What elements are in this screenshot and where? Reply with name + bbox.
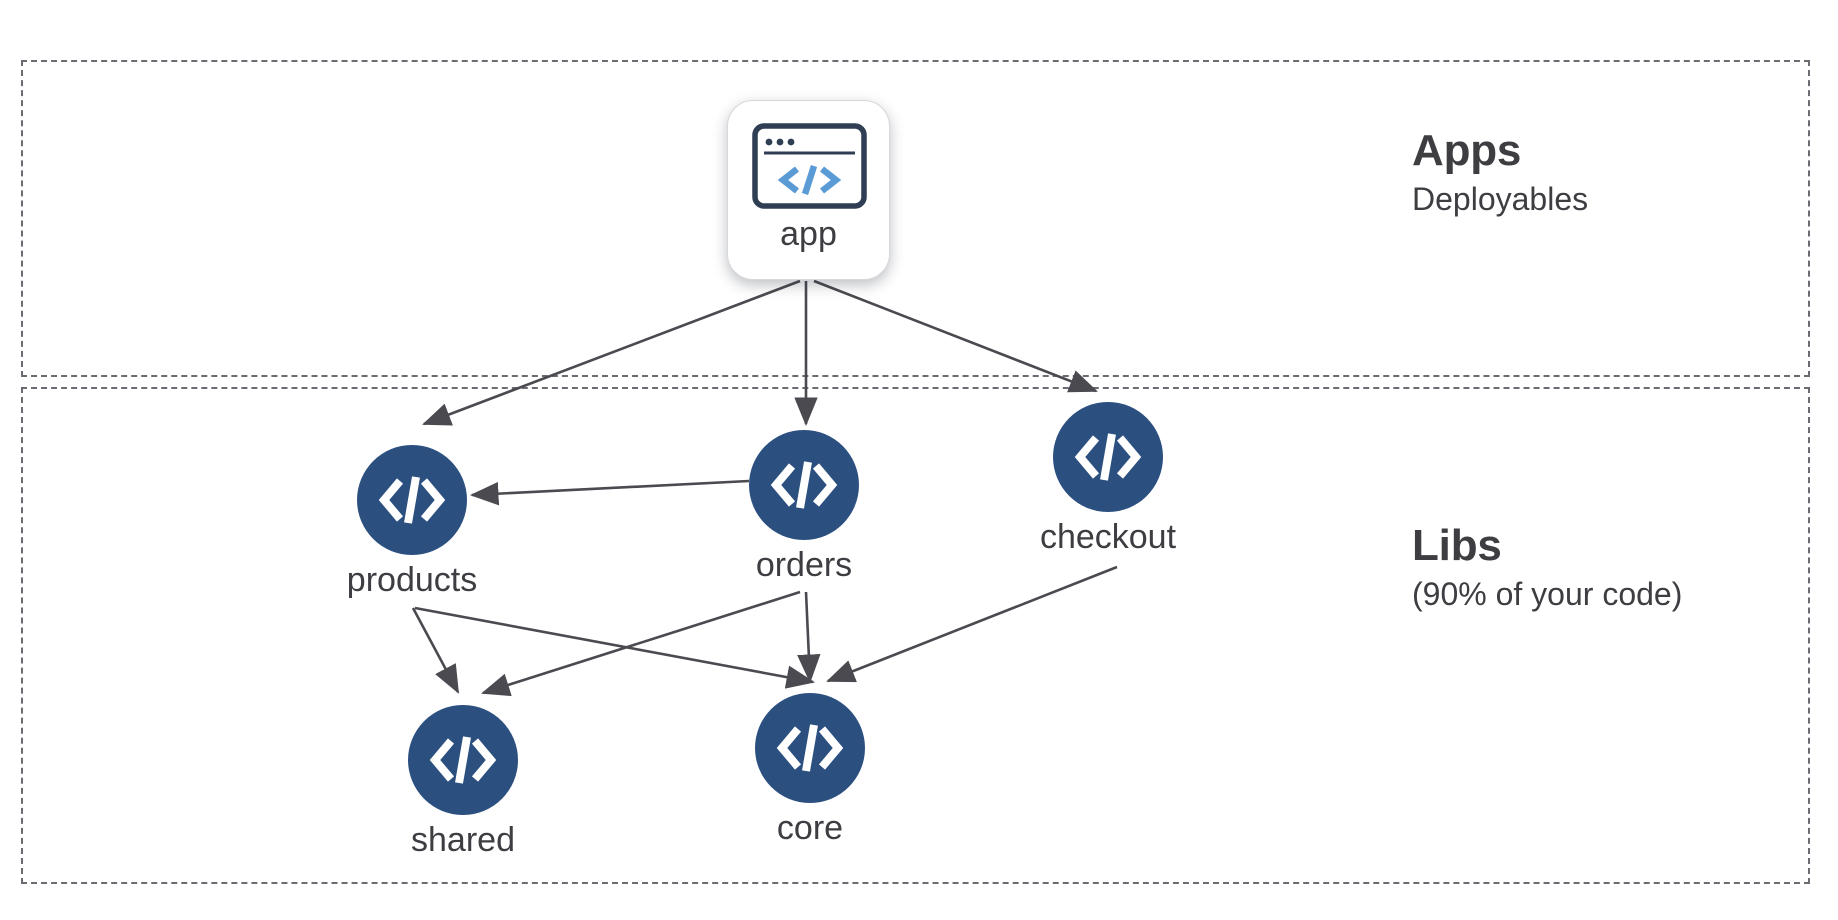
code-brackets-icon [770,461,838,509]
node-core-circle[interactable] [755,693,865,803]
node-orders-label: orders [755,546,853,584]
code-brackets-icon [776,724,844,772]
zone-apps-title: Apps [1412,126,1522,175]
node-orders[interactable]: orders [749,430,859,584]
node-core-label: core [776,809,844,847]
zone-libs-title: Libs [1412,521,1502,570]
node-products-label: products [346,561,478,599]
node-orders-circle[interactable] [749,430,859,540]
zone-apps-caption: Apps Deployables [1412,126,1589,219]
zone-libs-caption: Libs (90% of your code) [1412,521,1683,614]
node-products[interactable]: products [347,445,477,599]
node-shared-label: shared [411,821,515,859]
code-brackets-icon [378,476,446,524]
node-shared[interactable]: shared [408,705,518,859]
zone-libs-subtitle: (90% of your code) [1412,576,1683,613]
code-brackets-icon [1074,433,1142,481]
node-app-label: app [780,215,837,253]
node-products-circle[interactable] [357,445,467,555]
node-core[interactable]: core [755,693,865,847]
node-checkout-label: checkout [1039,518,1177,556]
node-shared-circle[interactable] [408,705,518,815]
node-checkout-circle[interactable] [1053,402,1163,512]
zone-libs [21,387,1810,884]
node-app[interactable]: app [727,100,890,280]
zone-apps-subtitle: Deployables [1412,181,1589,218]
node-checkout[interactable]: checkout [1040,402,1176,556]
browser-code-icon [752,123,867,209]
code-brackets-icon [429,736,497,784]
